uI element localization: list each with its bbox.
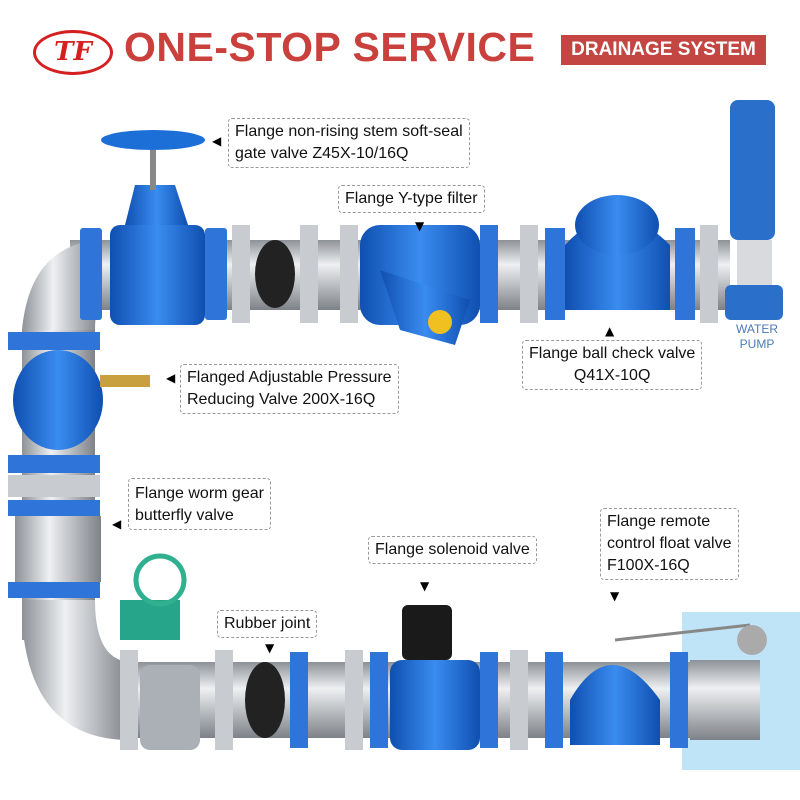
label-line: Flange worm gear [135,485,264,502]
label-line: Flange non-rising stem soft-seal [235,123,463,140]
rubber-joint-lower [245,662,285,738]
label-line: PUMP [739,337,775,351]
solenoid-valve [390,605,480,750]
arrow-down-icon: ▼ [420,579,430,593]
label-solenoid-valve: Flange solenoid valve [368,536,537,564]
rubber-joint-upper [255,240,295,308]
label-line: WATER [736,322,778,336]
label-line: gate valve Z45X-10/16Q [235,145,409,162]
label-line: butterfly valve [135,507,234,524]
flanges-lower [215,650,688,750]
page-title: ONE-STOP SERVICE [124,24,536,70]
label-y-filter: Flange Y-type filter [338,185,485,213]
lower-elbow [22,600,130,740]
water-pump [725,100,783,320]
pressure-reducing-valve [13,350,150,450]
label-line: F100X-16Q [607,557,690,574]
label-gate-valve: Flange non-rising stem soft-seal gate va… [228,118,470,168]
label-line: Reducing Valve 200X-16Q [187,391,376,408]
label-float-valve: Flange remote control float valve F100X-… [600,508,739,580]
butterfly-valve [120,553,200,750]
arrow-down-icon: ▼ [415,219,425,233]
label-line: Flanged Adjustable Pressure [187,369,392,386]
label-line: Flange remote [607,513,711,530]
arrow-left-icon: ◀ [112,517,122,531]
brand-logo: TF [33,30,113,75]
label-butterfly-valve: Flange worm gear butterfly valve [128,478,271,530]
label-line: control float valve [607,535,732,552]
vertical-flanges [8,332,100,598]
arrow-up-icon: ▲ [605,324,615,338]
flanges-upper [80,225,718,323]
label-line: Flange ball check valve [529,345,696,362]
arrow-left-icon: ◀ [212,134,222,148]
label-rubber-joint: Rubber joint [217,610,318,638]
arrow-left-icon: ◀ [166,371,176,385]
arrow-down-icon: ▼ [610,589,620,603]
label-ball-check-valve: Flange ball check valve Q41X-10Q [522,340,703,390]
gate-valve [101,130,205,325]
label-line: Q41X-10Q [573,367,651,384]
ball-check-valve [565,195,670,310]
arrow-down-icon: ▼ [265,641,275,655]
y-filter [360,225,480,345]
label-water-pump: WATER PUMP [733,322,781,352]
tank-outlet [690,660,760,740]
expansion-bellows [15,516,101,582]
float-valve [570,623,767,745]
drainage-system-badge: DRAINAGE SYSTEM [561,35,766,65]
label-pressure-reducing-valve: Flanged Adjustable Pressure Reducing Val… [180,364,399,414]
